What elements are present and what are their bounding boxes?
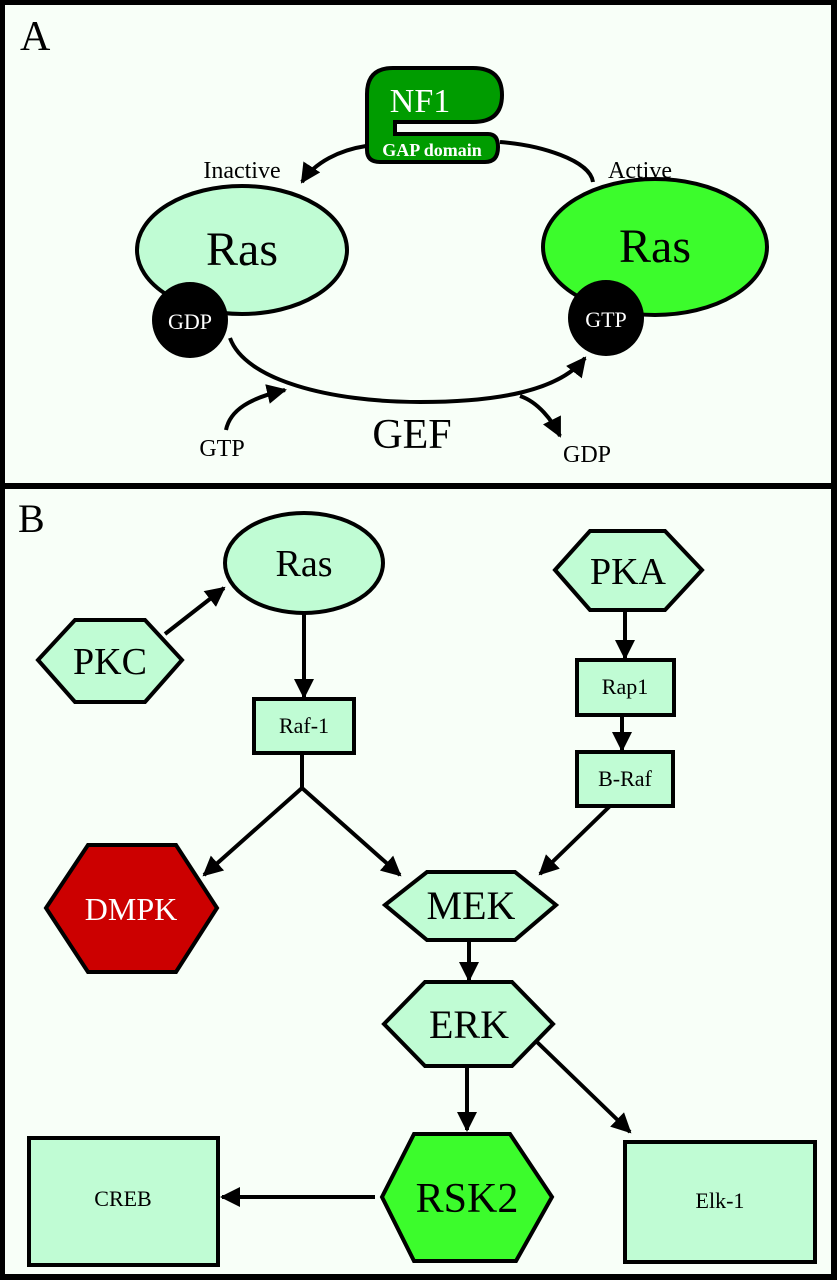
rap1-node [575, 658, 676, 717]
inactive-ras-label: Ras [206, 223, 278, 276]
gdp-badge [152, 282, 228, 358]
panel-a: A NF1 GAP domain Inactive Active Ras GDP… [5, 5, 831, 483]
edge-braf-to-mek [538, 804, 612, 876]
nf1-gap-domain-label: GAP domain [382, 140, 482, 160]
gdp-output-label: GDP [563, 442, 611, 468]
inactive-ras-node [135, 184, 349, 316]
elk1-node-label: Elk-1 [696, 1188, 745, 1213]
pkc-node [35, 618, 185, 704]
gdp-badge-label: GDP [168, 309, 212, 334]
gtp-input-label: GTP [199, 436, 244, 462]
gef-label: GEF [372, 412, 451, 458]
erk-node [381, 980, 556, 1068]
ras-node-label: Ras [276, 543, 333, 585]
elk1-node [623, 1140, 817, 1264]
inactive-label: Inactive [203, 158, 280, 184]
edge-erk-to-elk1 [535, 1040, 632, 1134]
arrow-gdp-to-gtp-exchange [228, 337, 587, 405]
pka-node [552, 529, 705, 612]
edge-pkc-to-ras [163, 586, 226, 636]
gtp-badge-label: GTP [585, 307, 627, 332]
pka-node-label: PKA [590, 551, 667, 593]
ras-node [223, 511, 385, 615]
creb-node-label: CREB [94, 1186, 151, 1211]
mek-node [381, 870, 560, 942]
arrow-nf1-to-inactive [300, 144, 367, 184]
creb-node [27, 1136, 220, 1267]
braf-node-label: B-Raf [598, 766, 652, 791]
mek-node-label: MEK [427, 883, 516, 928]
nf1-gap-shape [365, 66, 505, 164]
dmpk-node-label: DMPK [85, 891, 177, 927]
gtp-badge [568, 280, 644, 356]
raf1-node [252, 697, 356, 755]
rsk2-node [379, 1132, 555, 1263]
rap1-node-label: Rap1 [602, 674, 648, 699]
arrow-gtp-in [224, 384, 287, 431]
pkc-node-label: PKC [73, 641, 147, 683]
erk-node-label: ERK [429, 1002, 509, 1047]
panel-b-label: B [18, 496, 45, 541]
braf-node [575, 750, 675, 808]
nf1-title: NF1 [390, 83, 450, 120]
panel-a-label: A [20, 14, 51, 60]
arrow-gdp-out [519, 394, 562, 438]
panel-b: B Ras PKC PKA Raf-1 Rap1 B-Raf [5, 489, 831, 1274]
dmpk-node [43, 843, 220, 974]
raf1-node-label: Raf-1 [279, 713, 329, 738]
edge-raf1-to-dmpk [202, 786, 304, 877]
edge-raf1-to-mek [300, 786, 402, 877]
line-active-to-nf1 [499, 140, 595, 183]
panel-divider [0, 483, 837, 489]
active-ras-label: Ras [619, 220, 691, 273]
rsk2-node-label: RSK2 [416, 1176, 519, 1222]
